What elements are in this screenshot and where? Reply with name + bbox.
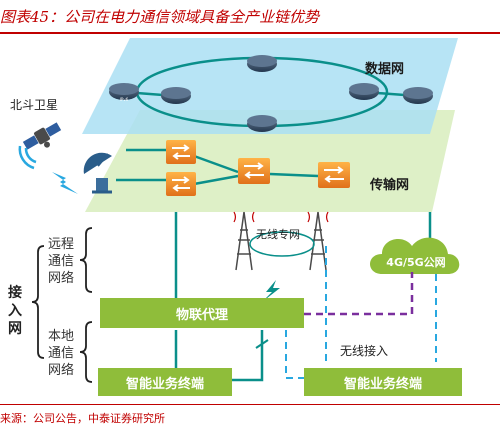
local-brace — [79, 321, 93, 383]
router-icon — [247, 55, 277, 72]
figure-title-bar: 图表45：公司在电力通信领域具备全产业链优势 — [0, 0, 500, 34]
cell-tower-icon — [233, 211, 255, 271]
wireless-private-ring — [249, 231, 315, 257]
transport-links — [116, 148, 319, 186]
data-network-label: 数据网 — [365, 62, 405, 77]
remote-brace — [79, 227, 93, 293]
figure-title: 图表45：公司在电力通信领域具备全产业链优势 — [0, 8, 320, 26]
terminal-right-label: 智能业务终端 — [343, 376, 422, 392]
access-brace — [31, 245, 45, 359]
router-icon — [403, 87, 433, 104]
transport-network-label: 传输网 — [370, 178, 410, 193]
iot-proxy-label: 物联代理 — [175, 307, 228, 323]
svg-text:IPv6: IPv6 — [120, 97, 129, 102]
switch-icon — [166, 140, 196, 164]
satellite-icon — [21, 120, 63, 152]
figure-source-bar: 来源：公司公告，中泰证券研究所 — [0, 404, 500, 429]
figure-source: 来源：公司公告，中泰证券研究所 — [0, 412, 165, 425]
wireless-access-label: 无线接入 — [340, 344, 389, 358]
terminal-left-label: 智能业务终端 — [125, 376, 204, 392]
public-network-cloud — [370, 237, 460, 274]
switch-icon — [318, 162, 350, 188]
link-break-marker — [255, 339, 269, 349]
router-icon — [247, 115, 277, 132]
local-network-label: 本地通信网络 — [47, 329, 74, 378]
lightning-icon — [262, 280, 280, 302]
router-icon: IPv6 — [109, 83, 139, 102]
lightning-icon — [52, 172, 78, 194]
satellite-label: 北斗卫星 — [10, 98, 59, 112]
terminal-left-box: 智能业务终端 — [98, 368, 232, 396]
wireless-private-label: 无线专网 — [256, 228, 300, 241]
router-icon — [161, 87, 191, 104]
proxy-to-cloud-dashed-link — [304, 272, 414, 316]
satellite-dish-icon — [83, 152, 112, 194]
terminal-right-box: 智能业务终端 — [304, 368, 462, 396]
access-network-label: 接入网 — [8, 285, 22, 337]
router-icon — [349, 83, 379, 100]
public-network-label: 4G/5G公网 — [386, 256, 446, 269]
cell-tower-icon — [307, 211, 329, 271]
satellite-signal-icon — [18, 145, 37, 170]
switch-icon — [166, 172, 196, 196]
proxy-to-terminal-dashed-link — [285, 330, 304, 379]
switch-icon — [238, 158, 270, 184]
proxy-to-left-terminal-link — [232, 330, 264, 382]
data-layer-plane — [82, 38, 458, 134]
remote-network-label: 远程通信网络 — [47, 237, 74, 286]
iot-proxy-box: 物联代理 — [100, 298, 304, 328]
